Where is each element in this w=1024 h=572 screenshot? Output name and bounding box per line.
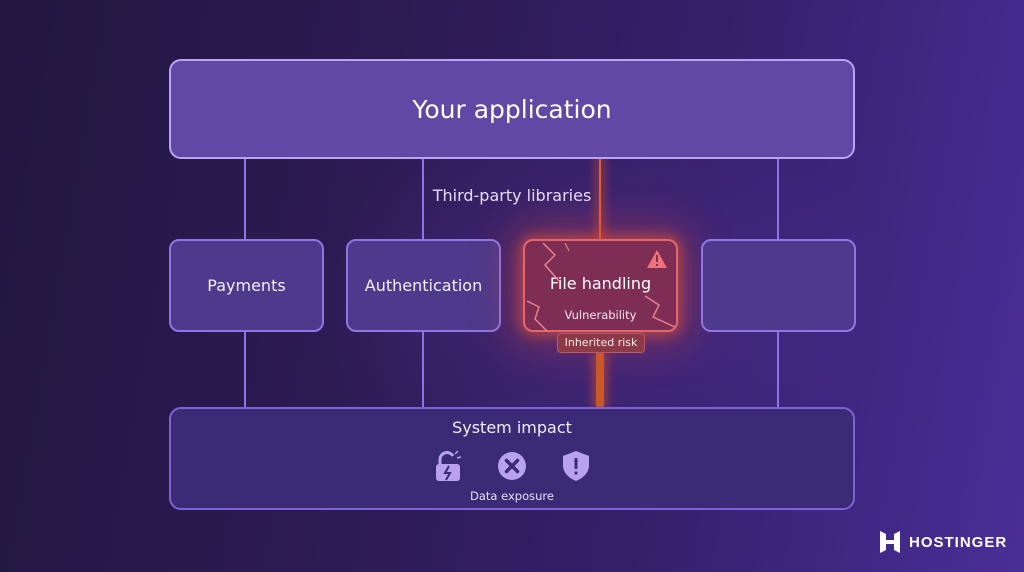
- brand-name: HOSTINGER: [909, 533, 1008, 551]
- library-authentication: Authentication: [346, 239, 501, 332]
- system-impact-caption: Data exposure: [470, 489, 554, 503]
- connector-line-vulnerable: [599, 159, 601, 239]
- libraries-label: Third-party libraries: [432, 186, 592, 205]
- connector-line: [422, 332, 424, 407]
- library-file-handling: File handling Vulnerability: [523, 239, 678, 332]
- application-box: Your application: [169, 59, 855, 159]
- broken-lock-icon: [433, 450, 463, 482]
- connector-line: [422, 159, 424, 239]
- shield-alert-icon: [561, 450, 591, 482]
- library-label: Authentication: [364, 276, 483, 295]
- x-circle-icon: [497, 450, 527, 482]
- library-unnamed: [701, 239, 856, 332]
- connector-line-vulnerable: [596, 353, 604, 407]
- crack-lines: [526, 242, 676, 332]
- connector-line: [244, 332, 246, 407]
- vulnerability-tag: Vulnerability: [564, 308, 637, 322]
- application-title: Your application: [412, 94, 612, 124]
- system-impact-box: System impact: [169, 407, 855, 510]
- connector-line: [244, 159, 246, 239]
- warning-icon: [647, 250, 667, 268]
- hostinger-logo-icon: [880, 531, 900, 553]
- library-label: Payments: [207, 276, 286, 295]
- inherited-risk-tag: Inherited risk: [557, 333, 645, 353]
- library-payments: Payments: [169, 239, 324, 332]
- hostinger-brand: HOSTINGER: [879, 530, 1007, 554]
- impact-icons: [171, 450, 853, 482]
- library-label: File handling: [549, 274, 652, 293]
- connector-line: [777, 159, 779, 239]
- system-impact-title: System impact: [452, 418, 572, 437]
- connector-line: [777, 332, 779, 407]
